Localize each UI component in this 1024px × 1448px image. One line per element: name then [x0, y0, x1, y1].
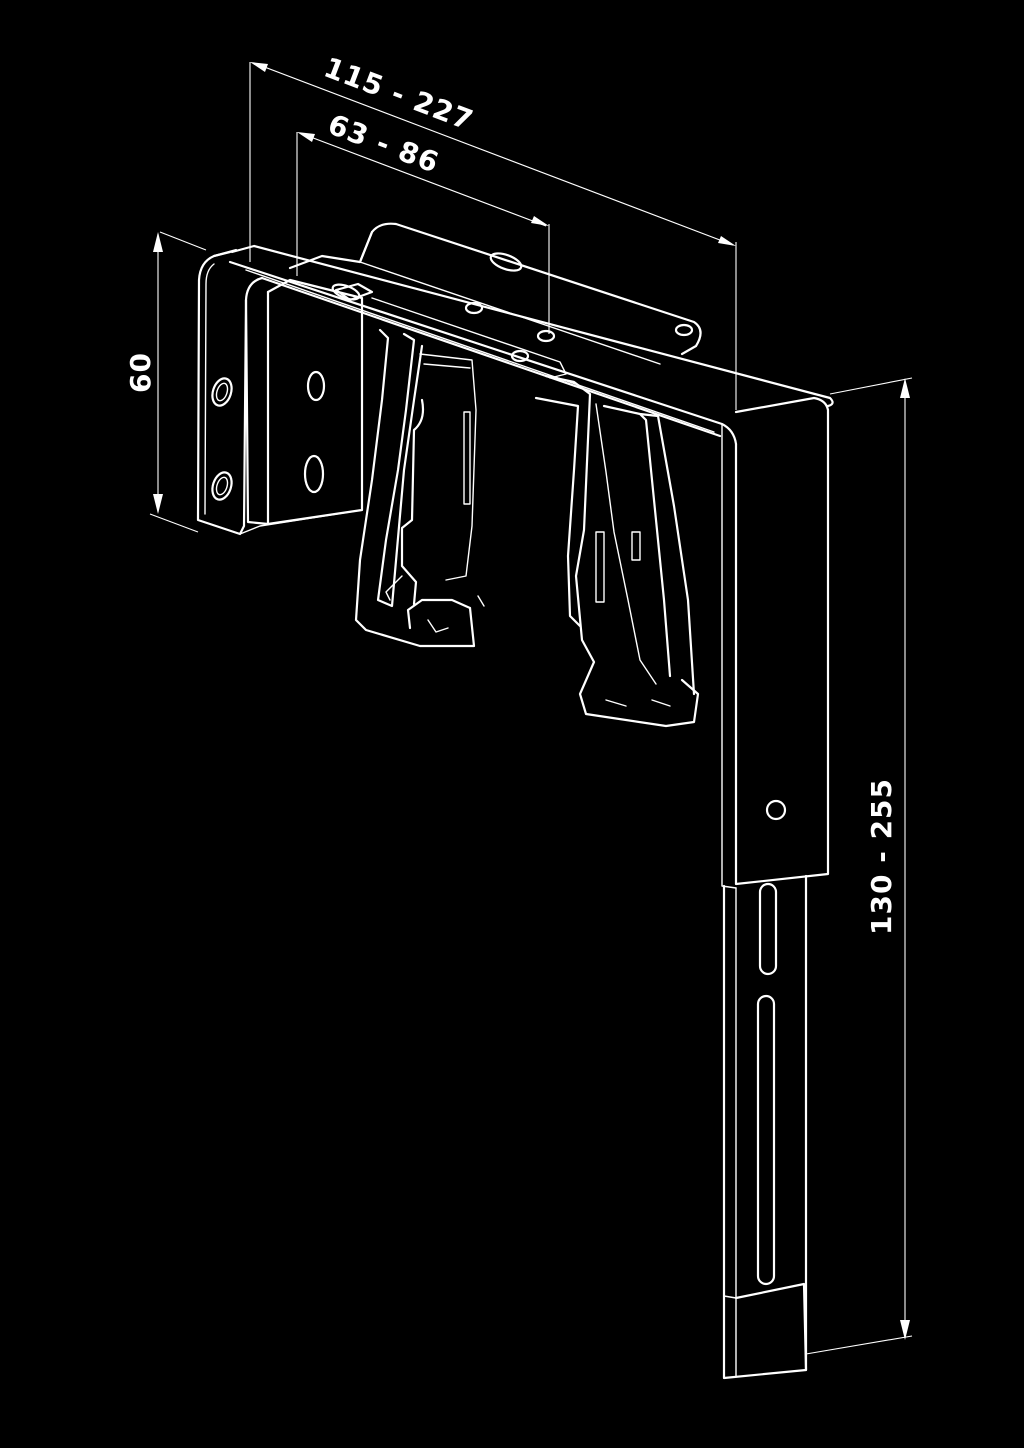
- rail-hole-1: [464, 301, 484, 315]
- dimension-label-drop-length: 130 - 255: [865, 778, 898, 935]
- extension-slot-upper: [758, 882, 778, 976]
- wall-plate-slot-upper: [306, 370, 326, 402]
- rail-hole-3: [510, 349, 530, 363]
- drop-arm-sleeve: [721, 396, 830, 889]
- dimension-drop-length: 130 - 255: [805, 377, 913, 1355]
- rail-slot-1: [331, 283, 361, 301]
- clip-left: [354, 328, 485, 648]
- back-rail: [288, 222, 702, 379]
- rail-hole-2: [536, 329, 556, 343]
- sleeve-screw-hole: [765, 799, 787, 821]
- wall-plate-slot-lower: [303, 454, 325, 494]
- clip-right: [534, 374, 700, 728]
- drop-arm-extension: [722, 874, 808, 1380]
- wall-plate-screw-hole-upper: [211, 377, 233, 407]
- dimension-bracket-height: 60: [124, 231, 207, 533]
- bracket-body: [196, 222, 834, 1380]
- top-arm: [212, 244, 834, 446]
- rail-hole-4: [674, 323, 694, 337]
- wall-plate-screw-hole-lower: [211, 471, 233, 501]
- rail-slot-2: [489, 252, 523, 272]
- dimension-label-bracket-height: 60: [124, 352, 157, 393]
- extension-slot-lower: [756, 994, 776, 1286]
